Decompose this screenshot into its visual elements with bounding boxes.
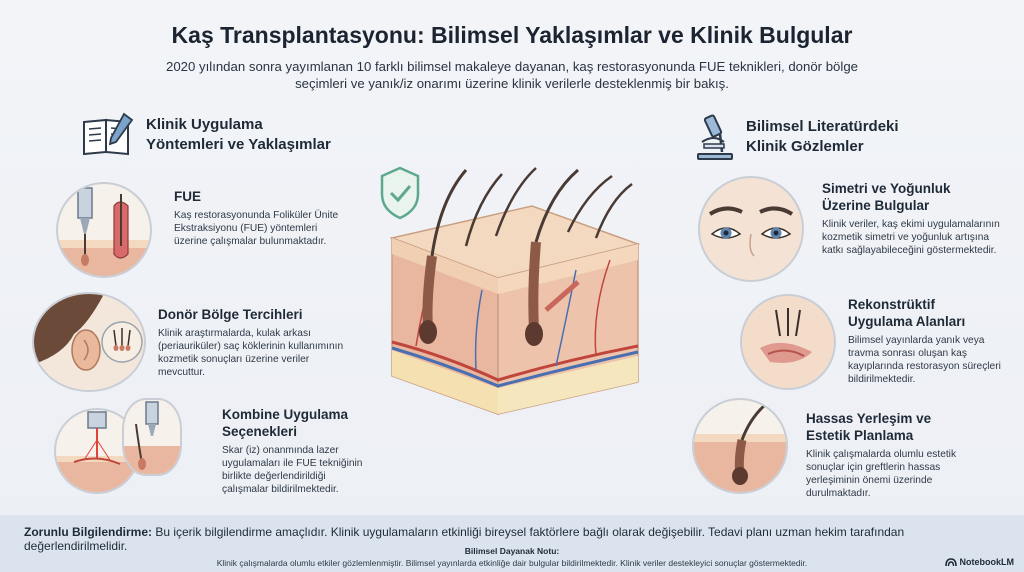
fue-illustration bbox=[56, 182, 152, 278]
card-donor-region-body: Klinik araştırmalarda, kulak arkası (per… bbox=[158, 328, 344, 378]
card-donor-region: Donör Bölge Tercihleri Klinik araştırmal… bbox=[158, 306, 344, 379]
card-combined-title-line2: Seçenekleri bbox=[222, 424, 298, 439]
notebooklm-logo-icon bbox=[944, 558, 957, 567]
card-reconstructive-title: Rekonstrüktif Uygulama Alanları bbox=[848, 296, 1008, 330]
brand-name: NotebookLM bbox=[959, 557, 1015, 567]
combined-fue-illustration bbox=[122, 398, 182, 476]
right-column-heading: Bilimsel Literatürdeki Klinik Gözlemler bbox=[694, 112, 899, 162]
card-fue: FUE Kaş restorasyonunda Foliküler Ünite … bbox=[174, 188, 344, 248]
scientific-note-heading: Bilimsel Dayanak Notu: bbox=[464, 546, 560, 556]
symmetry-eyes-illustration bbox=[698, 176, 804, 282]
card-reconstructive-body: Bilimsel yayınlarda yanık veya travma so… bbox=[848, 335, 1001, 385]
card-symmetry-body: Klinik veriler, kaş ekimi uygulamalarını… bbox=[822, 219, 1000, 256]
right-heading-line2: Klinik Gözlemler bbox=[746, 138, 864, 155]
card-symmetry-title-line2: Üzerine Bulgular bbox=[822, 198, 930, 213]
disclaimer-label: Zorunlu Bilgilendirme: bbox=[24, 525, 152, 539]
disclaimer-text: Bu içerik bilgilendirme amaçlıdır. Klini… bbox=[24, 525, 905, 553]
footer-disclaimer-line: Zorunlu Bilgilendirme: Bu içerik bilgile… bbox=[24, 525, 1004, 553]
card-combined: Kombine Uygulama Seçenekleri Skar (iz) o… bbox=[222, 406, 368, 496]
card-precise-placement-body: Klinik çalışmalarda olumlu estetik sonuç… bbox=[806, 449, 957, 499]
left-heading-line2: Yöntemleri ve Yaklaşımlar bbox=[146, 136, 331, 153]
card-reconstructive: Rekonstrüktif Uygulama Alanları Bilimsel… bbox=[848, 296, 1008, 386]
left-heading-line1: Klinik Uygulama bbox=[146, 116, 263, 133]
precise-placement-illustration bbox=[692, 398, 788, 494]
card-combined-body: Skar (iz) onanmında lazer uygulamaları i… bbox=[222, 445, 363, 495]
brand-badge: NotebookLM bbox=[944, 557, 1015, 567]
card-precise-placement: Hassas Yerleşim ve Estetik Planlama Klin… bbox=[806, 410, 986, 500]
card-precise-placement-title-line2: Estetik Planlama bbox=[806, 428, 914, 443]
shield-check-icon bbox=[380, 166, 420, 220]
skin-cross-section-illustration bbox=[380, 166, 641, 416]
donor-region-illustration bbox=[32, 292, 146, 392]
book-pencil-icon bbox=[83, 112, 134, 156]
card-symmetry: Simetri ve Yoğunluk Üzerine Bulgular Kli… bbox=[822, 180, 1002, 257]
card-fue-title: FUE bbox=[174, 189, 201, 204]
card-precise-placement-title-line1: Hassas Yerleşim ve bbox=[806, 411, 932, 426]
card-fue-body: Kaş restorasyonunda Foliküler Ünite Ekst… bbox=[174, 210, 339, 247]
card-combined-title: Kombine Uygulama Seçenekleri bbox=[222, 406, 368, 440]
microscope-icon bbox=[697, 114, 733, 160]
right-heading-line1: Bilimsel Literatürdeki bbox=[746, 118, 899, 135]
card-precise-placement-title: Hassas Yerleşim ve Estetik Planlama bbox=[806, 410, 986, 444]
card-symmetry-title: Simetri ve Yoğunluk Üzerine Bulgular bbox=[822, 180, 1002, 214]
card-symmetry-title-line1: Simetri ve Yoğunluk bbox=[822, 181, 951, 196]
card-donor-region-title: Donör Bölge Tercihleri bbox=[158, 307, 303, 322]
footer-disclaimer: Zorunlu Bilgilendirme: Bu içerik bilgile… bbox=[0, 515, 1024, 572]
reconstructive-scar-illustration bbox=[740, 294, 836, 390]
page-subtitle: 2020 yılından sonra yayımlanan 10 farklı… bbox=[166, 59, 858, 91]
page-title: Kaş Transplantasyonu: Bilimsel Yaklaşıml… bbox=[171, 22, 853, 48]
card-reconstructive-title-line1: Rekonstrüktif bbox=[848, 297, 936, 312]
card-combined-title-line1: Kombine Uygulama bbox=[222, 407, 349, 422]
left-column-heading: Klinik Uygulama Yöntemleri ve Yaklaşımla… bbox=[80, 112, 331, 158]
card-reconstructive-title-line2: Uygulama Alanları bbox=[848, 314, 966, 329]
scientific-note-text: Klinik çalışmalarda olumlu etkiler gözle… bbox=[216, 558, 808, 568]
